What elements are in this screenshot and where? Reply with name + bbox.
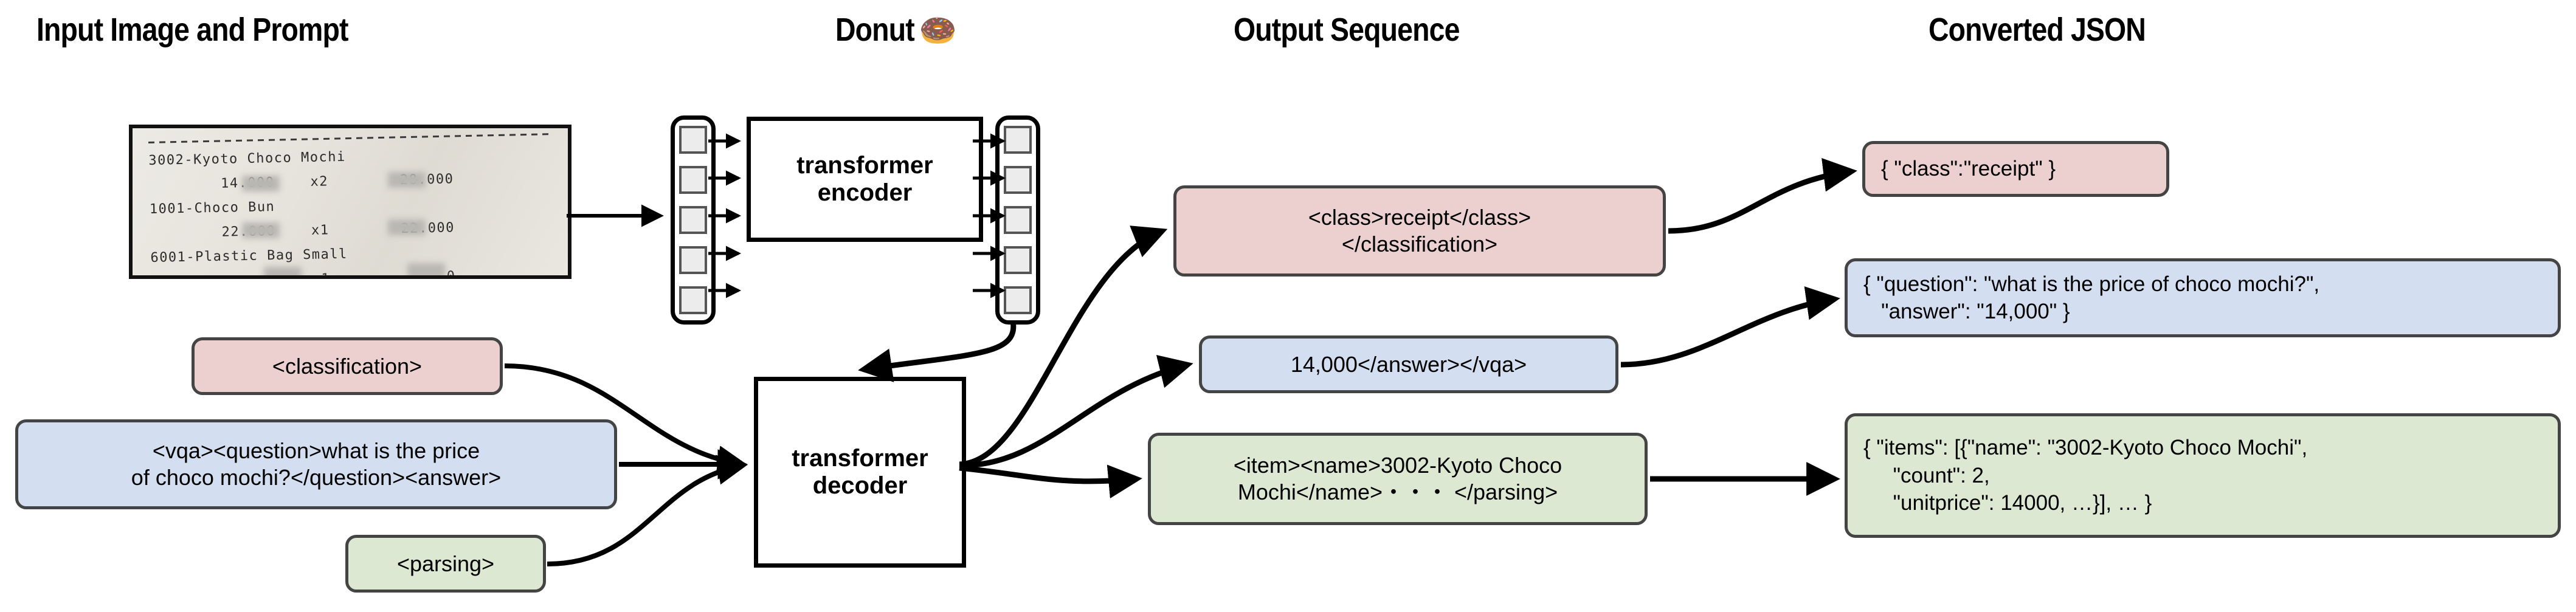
token-square	[679, 286, 707, 314]
json-parsing[interactable]: { "items": [{"name": "3002-Kyoto Choco M…	[1845, 413, 2561, 538]
token-square	[1004, 286, 1032, 314]
transformer-encoder-label: transformer encoder	[796, 152, 933, 206]
prompt-parsing-label: <parsing>	[396, 551, 495, 576]
output-vqa-label: 14,000</answer></vqa>	[1290, 351, 1527, 377]
output-classification-label: <class>receipt</class> </classification>	[1308, 205, 1531, 256]
donut-icon: 🍩	[919, 13, 957, 47]
receipt-text: 3002-Kyoto Choco Mochi 14.000 x2 28.000 …	[148, 149, 456, 279]
json-classification-text: { "class":"receipt" }	[1881, 157, 2056, 181]
output-parsing[interactable]: <item><name>3002-Kyoto Choco Mochi</name…	[1148, 433, 1648, 525]
arrow-encoder-to-decoder	[858, 320, 1017, 382]
arrow-decoder-to-output-classification	[959, 225, 1168, 467]
receipt-redaction-5	[264, 267, 302, 275]
column-title-json: Converted JSON	[1929, 12, 2146, 48]
prompt-vqa-label: <vqa><question>what is the price of choc…	[131, 438, 502, 490]
arrow-decoder-to-output-parsing	[959, 464, 1142, 499]
receipt-paper	[133, 128, 568, 275]
json-vqa[interactable]: { "question": "what is the price of choc…	[1845, 258, 2561, 337]
token-square	[679, 126, 707, 154]
output-parsing-label: <item><name>3002-Kyoto Choco Mochi</name…	[1233, 453, 1563, 504]
column-title-model: Donut🍩	[835, 11, 957, 49]
receipt-redaction-1	[242, 176, 280, 191]
json-vqa-text: { "question": "what is the price of choc…	[1863, 272, 2320, 324]
receipt-redaction-6	[407, 263, 445, 275]
token-square	[679, 206, 707, 234]
token-square	[679, 166, 707, 194]
json-classification[interactable]: { "class":"receipt" }	[1862, 141, 2169, 197]
encoder-input-token-column	[671, 115, 716, 325]
token-square	[1004, 206, 1032, 234]
token-square	[1004, 126, 1032, 154]
json-parsing-text: { "items": [{"name": "3002-Kyoto Choco M…	[1863, 436, 2308, 515]
token-square	[679, 246, 707, 274]
input-receipt-image: 3002-Kyoto Choco Mochi 14.000 x2 28.000 …	[129, 125, 571, 279]
transformer-encoder-block: transformer encoder	[747, 117, 983, 242]
receipt-redaction-3	[242, 222, 280, 238]
transformer-decoder-label: transformer decoder	[792, 445, 928, 499]
token-square	[1004, 246, 1032, 274]
prompt-parsing[interactable]: <parsing>	[345, 535, 546, 593]
transformer-decoder-block: transformer decoder	[754, 377, 966, 568]
encoder-output-token-column	[995, 115, 1040, 325]
arrow-output-to-json-classification	[1668, 158, 1857, 234]
output-classification[interactable]: <class>receipt</class> </classification>	[1173, 185, 1666, 277]
output-vqa[interactable]: 14,000</answer></vqa>	[1199, 335, 1618, 393]
prompt-vqa[interactable]: <vqa><question>what is the price of choc…	[15, 419, 617, 509]
receipt-redaction-2	[388, 172, 426, 188]
token-square	[1004, 166, 1032, 194]
prompt-classification[interactable]: <classification>	[192, 337, 503, 395]
arrow-output-to-json-vqa	[1620, 286, 1840, 368]
column-title-input: Input Image and Prompt	[36, 12, 348, 48]
column-title-output: Output Sequence	[1234, 12, 1460, 48]
prompt-classification-label: <classification>	[272, 353, 423, 379]
receipt-redaction-4	[388, 219, 426, 235]
model-title-text: Donut	[835, 12, 915, 48]
